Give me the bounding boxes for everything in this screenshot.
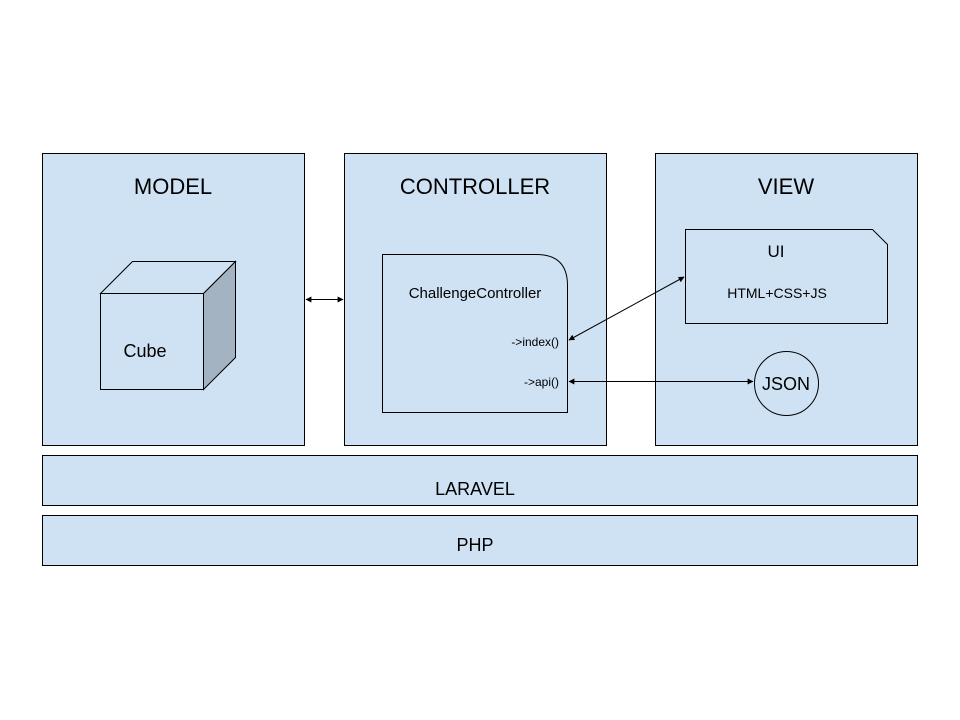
- index-ui-arrow: [568, 276, 685, 341]
- view-panel: VIEW UI HTML+CSS+JS JSON: [655, 153, 918, 446]
- challenge-controller-label: ChallengeController: [409, 285, 542, 302]
- php-layer: PHP: [42, 515, 918, 566]
- laravel-layer-box: [42, 455, 918, 506]
- view-title: VIEW: [758, 174, 814, 199]
- challenge-controller-box: [382, 254, 568, 413]
- method-api-label: ->api(): [524, 375, 559, 389]
- laravel-layer: LARAVEL: [42, 455, 918, 506]
- model-title: MODEL: [134, 174, 212, 199]
- json-label: JSON: [762, 374, 810, 394]
- json-circle: [754, 351, 819, 416]
- php-label: PHP: [456, 535, 493, 555]
- ui-box: [685, 229, 888, 324]
- controller-title: CONTROLLER: [400, 174, 550, 199]
- php-layer-box: [42, 515, 918, 566]
- laravel-label: LARAVEL: [435, 479, 515, 499]
- cube-icon: [99, 260, 237, 391]
- model-panel: MODEL Cube: [42, 153, 305, 446]
- cube-front-face: [100, 293, 204, 390]
- cube-label: Cube: [123, 341, 166, 361]
- ui-tech-label: HTML+CSS+JS: [727, 285, 827, 301]
- ui-title: UI: [768, 242, 785, 261]
- method-index-label: ->index(): [511, 335, 559, 349]
- controller-panel: CONTROLLER ChallengeController ->index()…: [344, 153, 607, 446]
